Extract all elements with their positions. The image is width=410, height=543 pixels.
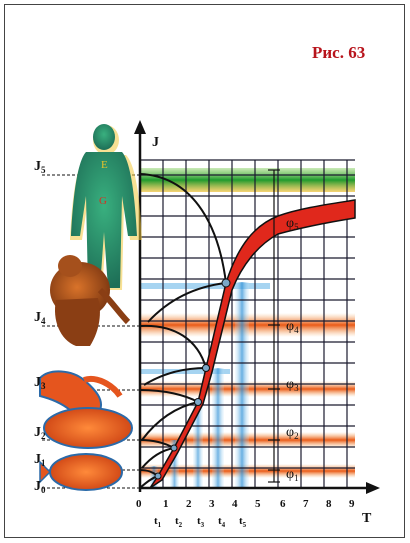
x-tick: 1 [163, 498, 169, 510]
transition-point [195, 399, 202, 406]
x-tick: 0 [136, 498, 142, 510]
phase-label: φ2 [286, 425, 299, 441]
frog-figure [44, 408, 132, 448]
time-mark: t1 [154, 515, 162, 529]
figure-letter-upper: E [101, 159, 108, 171]
y-axis-label: J [152, 135, 159, 150]
x-tick: 7 [303, 498, 309, 510]
fish-figure [40, 454, 122, 490]
band-j5 [140, 168, 355, 192]
transition-point [222, 279, 230, 287]
x-tick: 3 [209, 498, 215, 510]
x-tick: 9 [349, 498, 355, 510]
level-label: J0 [34, 479, 46, 495]
time-mark: t3 [197, 515, 205, 529]
x-tick: 5 [255, 498, 261, 510]
x-tick: 2 [186, 498, 192, 510]
light-column [212, 368, 224, 488]
x-axis-label: T [362, 511, 372, 526]
transition-point [203, 365, 210, 372]
phase-label: φ3 [286, 377, 299, 393]
figure-letter-lower: G [99, 195, 107, 207]
x-tick: 4 [232, 498, 238, 510]
x-tick: 8 [326, 498, 332, 510]
x-axis-arrow [366, 482, 380, 494]
band-light-1 [140, 283, 270, 289]
level-label: J5 [34, 159, 46, 175]
time-mark: t4 [218, 515, 226, 529]
level-label: J1 [34, 452, 46, 468]
transition-point [171, 445, 177, 451]
x-tick-labels: 0 1 2 3 4 5 6 7 8 9 [136, 498, 355, 510]
time-marks: t1 t2 t3 t4 t5 [154, 515, 247, 529]
transition-point [155, 473, 161, 479]
level-label: J4 [34, 310, 46, 326]
level-labels: J5 J4 J3 J2 J1 J0 [34, 159, 46, 495]
time-mark: t5 [239, 515, 247, 529]
y-axis-arrow [134, 120, 146, 134]
light-column [235, 282, 249, 488]
x-tick: 6 [280, 498, 286, 510]
time-mark: t2 [175, 515, 183, 529]
